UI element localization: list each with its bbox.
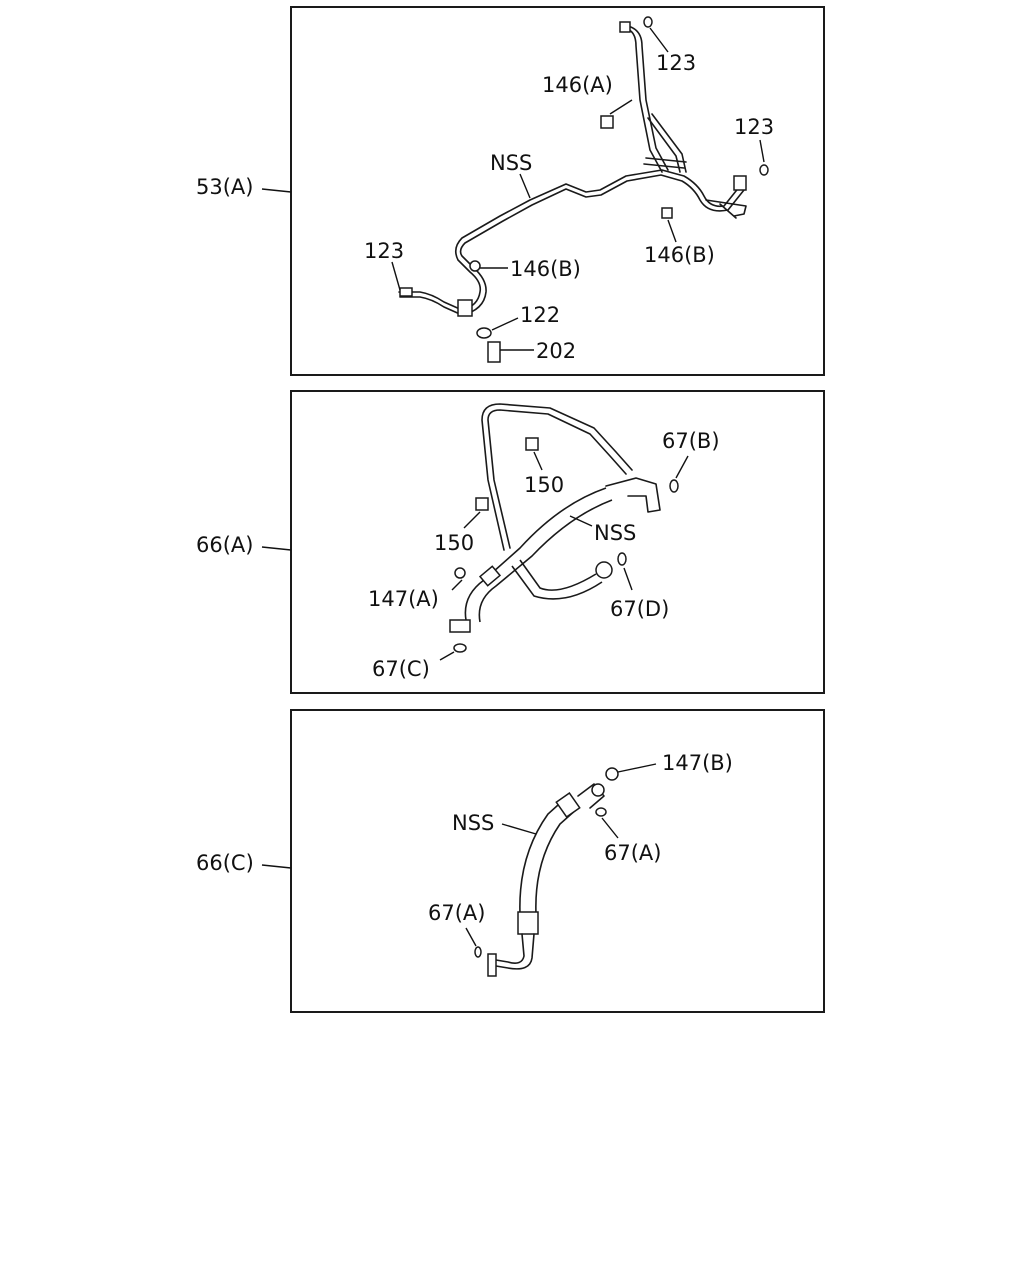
clip-146a: [600, 115, 614, 129]
fitting-123-left: [399, 287, 413, 297]
fitting-123-right: [733, 175, 747, 191]
label-202: 202: [536, 339, 576, 363]
leader-123-right: [759, 139, 765, 163]
oring-123-right: [759, 164, 769, 176]
panel-66c-callout: 66(C): [196, 851, 254, 875]
fitting-147b-body: [591, 783, 605, 797]
leader-67c: [439, 651, 455, 661]
panel-66a-callout-leader: [261, 546, 292, 551]
oring-67b: [669, 479, 679, 493]
leader-nss-53a: [519, 173, 531, 199]
label-nss-66a: NSS: [594, 521, 636, 545]
fitting-67d: [595, 561, 613, 579]
clip-146b-right: [661, 207, 673, 219]
clip-150-top: [525, 437, 539, 451]
label-123-left: 123: [364, 239, 404, 263]
panel-66a: 66(A) 67: [196, 390, 825, 694]
label-67b: 67(B): [662, 429, 720, 453]
label-150-left: 150: [434, 531, 474, 555]
leader-122: [491, 317, 519, 331]
leader-67a-left: [465, 927, 477, 947]
leader-146b-right: [667, 219, 677, 243]
panel-53a: 53(A): [196, 6, 825, 376]
leader-147a: [451, 579, 463, 591]
label-150-top: 150: [524, 473, 564, 497]
label-146b-right: 146(B): [644, 243, 715, 267]
label-147b: 147(B): [662, 751, 733, 775]
sleeve-66c-bottom: [517, 911, 539, 935]
panel-53a-callout-leader: [261, 188, 292, 193]
leader-67d: [623, 567, 633, 591]
leader-146a: [609, 99, 633, 115]
leader-147b: [617, 763, 657, 773]
clip-146b-left: [469, 260, 481, 272]
leader-nss-66c: [501, 823, 537, 835]
fitting-block: [457, 299, 473, 317]
fitting-67a-left: [487, 953, 497, 977]
label-123-top: 123: [656, 51, 696, 75]
panel-66c-frame: [290, 709, 825, 1013]
label-123-right: 123: [734, 115, 774, 139]
label-146a: 146(A): [542, 73, 613, 97]
panel-66c-callout-leader: [261, 864, 292, 869]
panel-66c: 66(C) 147(B) NSS 67(A) 67(A): [196, 709, 825, 1013]
fitting-67c: [449, 619, 471, 633]
leader-123-top: [649, 27, 669, 53]
panel-53a-callout: 53(A): [196, 175, 253, 199]
leader-nss-66a: [569, 515, 593, 527]
hose-assembly-66c: [487, 783, 605, 977]
panel-66a-callout: 66(A): [196, 533, 253, 557]
oring-147b: [605, 767, 619, 781]
hose-assembly-66a: [449, 403, 661, 633]
leader-67a-right: [601, 817, 619, 839]
label-147a: 147(A): [368, 587, 439, 611]
oring-123-top: [643, 16, 653, 28]
panel-53a-frame: [290, 6, 825, 376]
label-nss-66c: NSS: [452, 811, 494, 835]
oring-122: [476, 327, 492, 339]
oring-67c: [453, 643, 467, 653]
label-146b-left: 146(B): [510, 257, 581, 281]
sleeve-66c-top: [555, 791, 581, 819]
oring-67a-left: [474, 946, 482, 958]
label-nss-53a: NSS: [490, 151, 532, 175]
label-67a-right: 67(A): [604, 841, 661, 865]
clip-150-left: [475, 497, 489, 511]
leader-150-left: [463, 511, 481, 529]
label-67c: 67(C): [372, 657, 430, 681]
leader-67b: [675, 455, 689, 479]
panel-66a-frame: [290, 390, 825, 694]
oring-67a-right: [595, 807, 607, 817]
label-122: 122: [520, 303, 560, 327]
oring-67d: [617, 552, 627, 566]
label-67a-left: 67(A): [428, 901, 485, 925]
leader-150-top: [533, 451, 543, 471]
fitting-123-top: [619, 21, 631, 33]
leader-123-left: [391, 261, 401, 291]
sleeve-66a: [478, 565, 502, 587]
label-67d: 67(D): [610, 597, 669, 621]
switch-202: [487, 341, 501, 363]
oring-147a: [454, 567, 466, 579]
